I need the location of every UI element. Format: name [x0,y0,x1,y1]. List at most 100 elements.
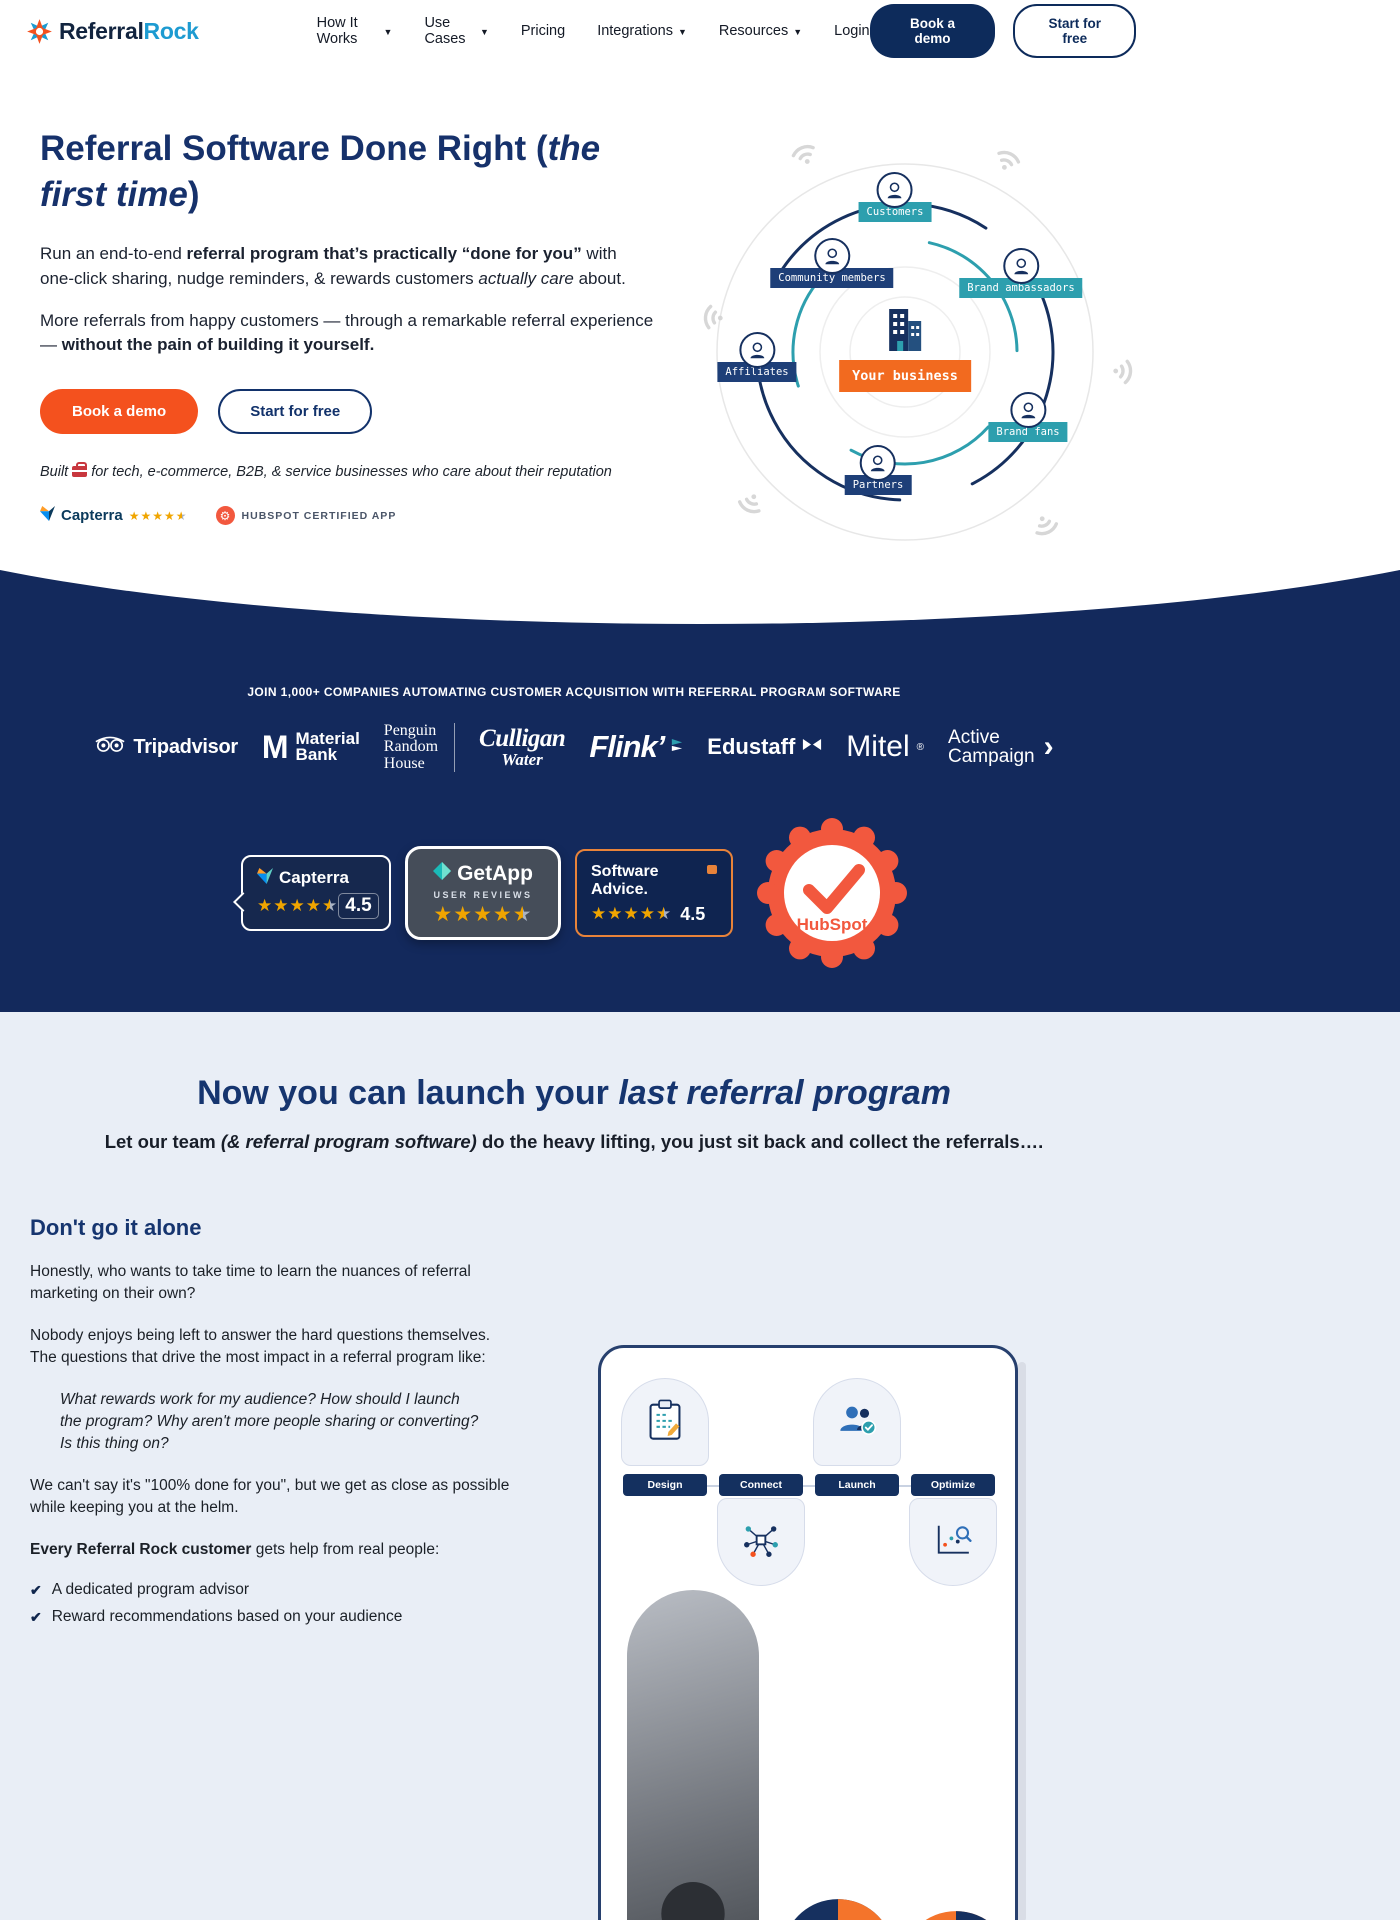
partner-avatar-icon [859,445,896,481]
check-icon: ✔ [30,1582,42,1598]
star-icon: ★ [473,902,493,926]
wifi-icon [987,135,1032,180]
wifi-icon [691,299,728,336]
launch-paragraph-4: Every Referral Rock customer gets help f… [30,1541,440,1558]
optimize-arch [909,1498,997,1586]
hubspot-wordmark: HubSpot [797,915,868,934]
star-half-icon: ★ [175,508,188,523]
capterra-trust-badge: Capterra ★★★★★ [40,505,188,526]
star-icon: ★ [152,508,164,523]
star-icon: ★ [305,895,322,915]
capterra-review-badge[interactable]: Capterra ★★★★★ 4.5 [241,854,391,931]
review-badges-row: Capterra ★★★★★ 4.5 GetApp USER REVIEWS [0,817,1148,968]
header-start-free-button[interactable]: Start for free [1013,4,1136,58]
your-business-node: Your business [839,305,971,392]
referralrock-gear-icon [26,18,53,45]
design-arch [621,1378,709,1466]
star-icon: ★ [639,904,656,924]
wifi-icon [726,484,771,529]
culligan-water-logo: Culligan Water [479,724,566,769]
donut-chart [897,1908,1015,1920]
hero-copy: Referral Software Done Right (the first … [40,126,655,526]
stage-label-design: Design [623,1474,707,1496]
speech-bubble-icon [707,864,717,874]
wifi-icon [1024,506,1069,551]
brand-ambassadors-node: Brand ambassadors [959,248,1083,298]
launch-arch [813,1378,901,1466]
checklist-item: ✔Reward recommendations based on your au… [30,1608,403,1625]
hero-start-free-button[interactable]: Start for free [218,388,373,434]
partners-node: Partners [844,445,912,495]
mitel-logo: Mitel® [846,730,925,764]
hero-paragraph-1: Run an end-to-end referral program that’… [40,244,626,288]
star-rating: ★★★★★ [129,509,188,523]
affiliate-avatar-icon [739,332,775,368]
tripadvisor-owl-icon [94,735,126,759]
star-rating: ★★★★★ [257,896,338,916]
donut-chart [779,1896,897,1920]
star-icon: ★ [492,902,513,926]
star-rating: ★★★★★ [433,902,532,927]
stage-optimize: Optimize [909,1378,997,1586]
advisor-photo [627,1590,759,1920]
tripadvisor-logo: Tripadvisor [94,735,238,759]
star-half-icon: ★ [656,904,673,924]
launch-section: Now you can launch your last referral pr… [0,1012,1400,1920]
fan-avatar-icon [1010,392,1046,428]
checklist-item: ✔A dedicated program advisor [30,1581,250,1598]
customers-node: Customers [858,172,932,222]
penguin-random-house-logo: Penguin Random House [384,722,456,772]
hero-section: Referral Software Done Right (the first … [0,62,1400,563]
star-icon: ★ [591,904,608,924]
header-cta: Book a demo Start for free [869,4,1136,58]
logo[interactable]: ReferralRock [26,18,199,45]
ambassador-avatar-icon [1003,248,1039,284]
star-icon: ★ [273,895,290,915]
nav-how-it-works[interactable]: How It Works▼ [316,15,393,47]
connect-arch [717,1498,805,1586]
hubspot-seal-icon: HubSpot [757,817,907,968]
chevron-down-icon: ▼ [677,27,687,37]
launch-copy: Don't go it alone Honestly, who wants to… [30,1215,510,1635]
hero-cta-row: Book a demo Start for free [40,388,655,434]
star-icon: ★ [128,508,141,523]
wifi-icon [781,129,825,173]
nav-login[interactable]: Login [834,23,870,39]
star-icon: ★ [289,895,306,915]
launch-subtitle: Let our team (& referral program softwar… [104,1131,1044,1152]
brand-fans-node: Brand fans [988,392,1068,442]
toolbox-icon [72,461,88,477]
stage-connect: Connect [717,1378,805,1586]
band-heading: JOIN 1,000+ COMPANIES AUTOMATING CUSTOME… [247,685,901,699]
hubspot-seal-badge[interactable]: HubSpot [757,817,907,968]
nav-resources[interactable]: Resources▼ [718,23,803,39]
star-icon: ★ [453,902,474,926]
hero-book-demo-button[interactable]: Book a demo [40,388,199,434]
nav-integrations[interactable]: Integrations▼ [597,23,687,39]
social-proof-band: JOIN 1,000+ COMPANIES AUTOMATING CUSTOME… [0,562,1400,1012]
capterra-logo-icon [257,867,273,889]
referral-ecosystem-diagram: Your business Customers Community member… [690,120,1150,560]
software-advice-review-badge[interactable]: Software Advice. ★★★★★ 4.5 [575,848,733,937]
your-business-label: Your business [839,360,971,392]
star-icon: ★ [607,904,624,924]
edustaff-bowtie-icon [802,738,822,756]
help-checklist: ✔A dedicated program advisor ✔Reward rec… [30,1581,510,1626]
wave-divider [0,562,1400,624]
wifi-icon [1109,354,1146,391]
nav-pricing[interactable]: Pricing [520,23,566,39]
nav-use-cases[interactable]: Use Cases▼ [424,15,489,47]
main-nav: How It Works▼ Use Cases▼ Pricing Integra… [317,15,870,47]
customer-avatar-icon [877,172,913,208]
header-book-demo-button[interactable]: Book a demo [869,4,996,58]
community-avatar-icon [814,238,850,274]
star-rating: ★★★★★ [591,904,672,924]
star-icon: ★ [623,904,640,924]
stage-connector-line [631,1485,991,1487]
team-check-icon [837,1402,877,1443]
getapp-review-badge[interactable]: GetApp USER REVIEWS ★★★★★ [405,845,561,940]
